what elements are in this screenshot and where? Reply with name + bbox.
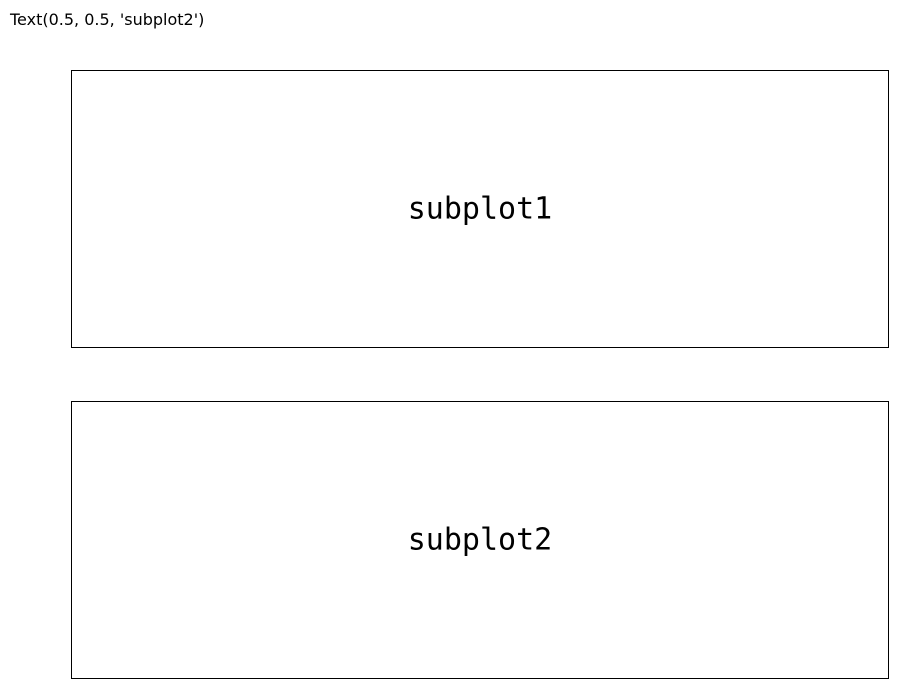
subplot-1-label: subplot1	[407, 191, 553, 227]
subplot-2-label: subplot2	[407, 522, 553, 558]
subplot-1-axes: subplot1	[71, 70, 889, 348]
subplot-2-axes: subplot2	[71, 401, 889, 679]
cell-output-text: Text(0.5, 0.5, 'subplot2')	[10, 10, 205, 29]
